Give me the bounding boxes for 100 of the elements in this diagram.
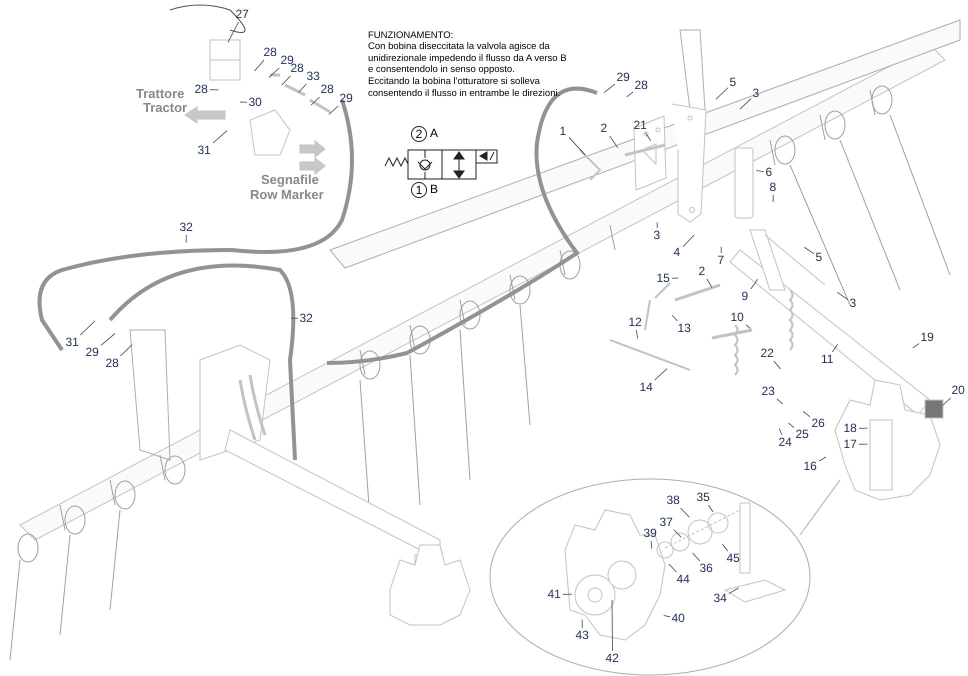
callout-number: 31	[64, 336, 80, 348]
callout-number: 1	[558, 124, 568, 138]
callout-number: 41	[546, 588, 562, 600]
leader-line	[562, 594, 572, 595]
leader-line	[788, 422, 794, 428]
leader-line	[682, 234, 695, 248]
callout-number: 34	[712, 592, 728, 604]
note-heading: FUNZIONAMENTO:	[368, 30, 454, 42]
callout-number: 9	[740, 290, 750, 302]
callout-number: 35	[696, 490, 711, 504]
callout-number: 44	[676, 572, 691, 586]
leader-line	[756, 170, 764, 172]
callout-number: 4	[672, 246, 682, 258]
leader-line	[692, 552, 700, 562]
note-text: Con bobina diseccitata la valvola agisce da unidirezionale impedendo il flusso da A verso B e consentendolo in senso opposto.	[368, 41, 568, 76]
callout-number: 32	[178, 220, 194, 234]
callout-number: 17	[842, 438, 858, 450]
callout-number: 3	[848, 296, 858, 310]
leader-line	[654, 368, 668, 380]
callout-number: 32	[298, 312, 314, 324]
leader-line	[776, 398, 783, 404]
direction-label: Trattore	[136, 86, 184, 101]
leader-line	[656, 222, 658, 228]
leader-line	[227, 22, 239, 43]
leader-line	[680, 508, 690, 518]
direction-label: Row Marker	[250, 187, 324, 202]
callout-number: 24	[778, 436, 793, 448]
leader-line	[604, 84, 616, 93]
leader-line	[582, 619, 583, 628]
callout-number: 33	[306, 70, 321, 82]
callout-number: 16	[802, 460, 818, 472]
leader-line	[212, 130, 228, 144]
leader-line	[186, 234, 187, 244]
callout-number: 15	[656, 272, 671, 284]
leader-line	[722, 544, 728, 552]
leader-line	[858, 428, 868, 429]
leader-line	[740, 98, 752, 110]
callout-number: 28	[262, 46, 278, 58]
leader-line	[716, 87, 728, 100]
callout-number: 38	[666, 494, 681, 506]
leader-line	[778, 428, 782, 436]
leader-line	[750, 278, 758, 290]
leader-line	[240, 102, 248, 103]
callout-number: 10	[730, 310, 745, 324]
callout-number: 7	[716, 254, 726, 266]
leader-line	[728, 588, 739, 594]
leader-line	[912, 343, 920, 348]
leader-line	[281, 76, 291, 86]
leader-line	[636, 330, 638, 339]
leader-line	[328, 106, 339, 115]
callout-number: 28	[320, 82, 335, 96]
leader-line	[650, 540, 652, 550]
leader-line	[120, 344, 133, 356]
leader-line	[818, 456, 826, 462]
port-number: 2	[411, 126, 427, 142]
callout-number: 29	[616, 70, 631, 84]
callout-number: 27	[234, 8, 250, 20]
callout-number: 22	[760, 346, 775, 360]
callout-number: 2	[600, 122, 608, 134]
callout-number: 28	[104, 356, 120, 370]
callout-number: 5	[814, 250, 824, 264]
callout-number: 12	[628, 316, 643, 328]
callout-number: 8	[768, 180, 778, 194]
leader-line	[80, 320, 96, 336]
callout-number: 23	[760, 384, 776, 398]
leader-line	[802, 410, 810, 418]
leader-line	[568, 137, 586, 156]
leader-line	[746, 324, 751, 329]
callout-number: 43	[574, 628, 590, 642]
leader-line	[663, 615, 670, 618]
direction-label: Tractor	[143, 100, 188, 115]
leader-line	[942, 398, 951, 406]
callout-number: 30	[248, 96, 263, 108]
callout-number: 2	[698, 264, 706, 278]
leader-line	[609, 136, 618, 148]
leader-line	[804, 246, 814, 254]
callout-number: 19	[920, 330, 935, 344]
leader-line	[626, 92, 634, 98]
leader-line	[298, 84, 307, 92]
callout-number: 21	[632, 118, 648, 132]
callout-number: 31	[196, 144, 212, 156]
leader-line	[290, 318, 298, 319]
callout-number: 42	[604, 652, 620, 664]
callout-number: 18	[842, 422, 858, 434]
callout-number: 3	[652, 228, 662, 242]
callout-number: 13	[676, 322, 692, 334]
callout-number: 28	[194, 82, 209, 96]
note-text: Eccitando la bobina l'otturatore si solleva consentendo il flusso in entrambe le direzioni.	[368, 76, 562, 99]
callout-number: 6	[764, 166, 774, 178]
callout-number: 11	[820, 352, 834, 366]
port-label: B	[430, 182, 438, 196]
port-number: 1	[411, 182, 427, 198]
leader-line	[100, 333, 116, 346]
leader-line	[254, 60, 264, 72]
leader-line	[268, 68, 280, 78]
leader-line	[210, 89, 219, 90]
callout-number: 14	[638, 380, 654, 394]
leader-line	[832, 344, 838, 352]
callout-number: 28	[634, 78, 649, 92]
leader-line	[773, 360, 781, 370]
